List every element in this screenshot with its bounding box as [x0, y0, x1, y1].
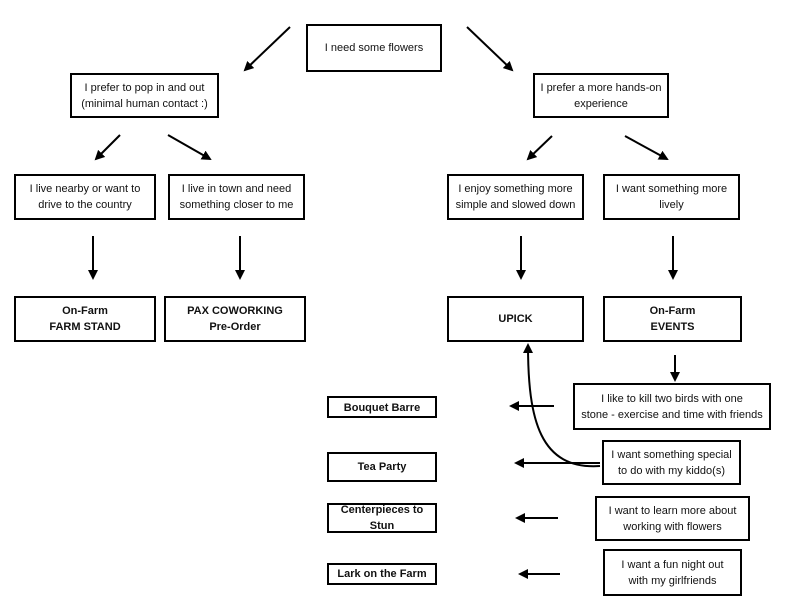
event-centerpieces: Centerpieces to Stun: [327, 503, 437, 533]
event-lark-text: Lark on the Farm: [337, 568, 427, 580]
option-lively-text: I want something more lively: [615, 183, 728, 211]
option-lively-node: I want something more lively: [603, 174, 740, 220]
event-tea-party: Tea Party: [327, 452, 437, 482]
reason-tea-party-text: I want something special to do with my k…: [611, 448, 732, 477]
root-text: I need some flowers: [324, 42, 424, 54]
event-tea-party-text: Tea Party: [357, 461, 407, 473]
left-question-node: I prefer to pop in and out (minimal huma…: [70, 73, 219, 118]
arrow-left-nearby: [94, 134, 121, 161]
option-simple-node: I enjoy something more simple and slowed…: [447, 174, 584, 220]
left-question-text: I prefer to pop in and out (minimal huma…: [81, 81, 208, 110]
event-bouquet-barre: Bouquet Barre: [327, 396, 437, 418]
arrow-right-simple: [526, 135, 553, 161]
result-farm-stand-text: On-Farm FARM STAND: [49, 305, 121, 333]
root-node: I need some flowers: [306, 24, 442, 72]
option-town-text: I live in town and need something closer…: [179, 183, 294, 211]
option-nearby-node: I live nearby or want to drive to the co…: [14, 174, 156, 220]
right-question-text: I prefer a more hands-on experience: [540, 81, 662, 110]
result-on-farm-events: On-Farm EVENTS: [603, 296, 742, 342]
arrow-kiddo-upick: [523, 343, 601, 468]
reason-lark: I want a fun night out with my girlfrien…: [603, 549, 742, 596]
right-question-node: I prefer a more hands-on experience: [533, 73, 669, 118]
result-upick: UPICK: [447, 296, 584, 342]
reason-centerpieces-text: I want to learn more about working with …: [608, 504, 737, 533]
result-pax-coworking-text: PAX COWORKING Pre-Order: [187, 305, 283, 333]
arrow-right-lively: [624, 135, 669, 160]
option-town-node: I live in town and need something closer…: [168, 174, 305, 220]
arrow-root-right: [466, 26, 514, 72]
arrow-left-town: [167, 134, 212, 160]
result-farm-stand: On-Farm FARM STAND: [14, 296, 156, 342]
option-simple-text: I enjoy something more simple and slowed…: [455, 183, 576, 211]
reason-centerpieces: I want to learn more about working with …: [595, 496, 750, 541]
result-upick-text: UPICK: [498, 313, 533, 325]
arrow-root-left: [243, 26, 291, 72]
event-lark: Lark on the Farm: [327, 563, 437, 585]
event-centerpieces-text: Centerpieces to Stun: [340, 504, 424, 532]
result-on-farm-events-text: On-Farm EVENTS: [649, 305, 696, 333]
result-pax-coworking: PAX COWORKING Pre-Order: [164, 296, 306, 342]
reason-tea-party: I want something special to do with my k…: [602, 440, 741, 485]
reason-bouquet-barre: I like to kill two birds with one stone …: [573, 383, 771, 430]
option-nearby-text: I live nearby or want to drive to the co…: [29, 183, 141, 211]
reason-lark-text: I want a fun night out with my girlfrien…: [621, 558, 724, 587]
event-bouquet-barre-text: Bouquet Barre: [343, 402, 421, 414]
reason-bouquet-barre-text: I like to kill two birds with one stone …: [581, 392, 763, 421]
